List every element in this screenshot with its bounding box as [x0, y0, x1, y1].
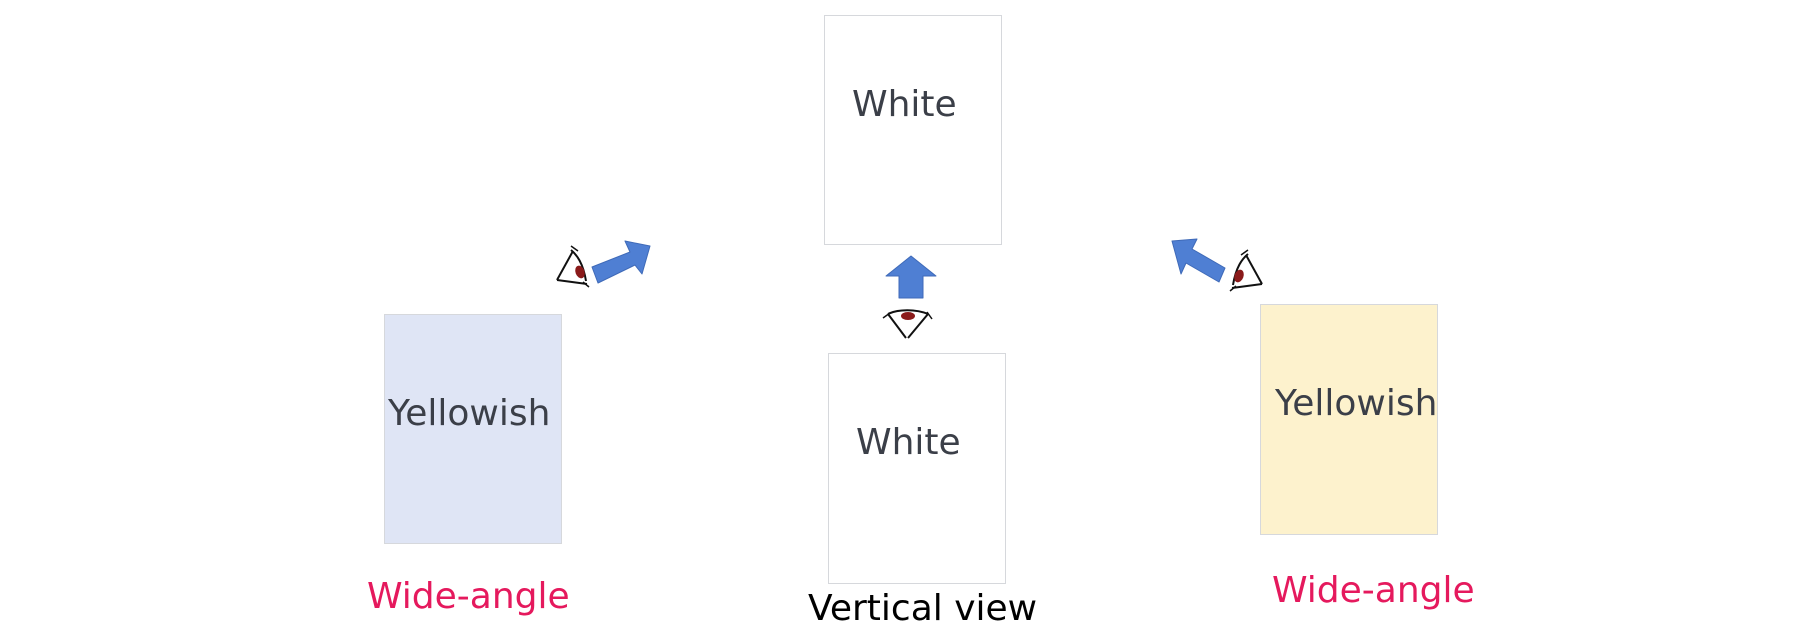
panel-right-yellowish: Yellowish [1260, 304, 1438, 535]
eye-right-icon [1229, 249, 1263, 292]
arrow-up-right-icon [591, 240, 651, 284]
arrow-up-left-icon [1171, 238, 1226, 283]
panel-left-yellowish: Yellowish [384, 314, 562, 544]
panel-left-label: Yellowish [388, 393, 551, 434]
caption-wide-angle-right: Wide-angle [1272, 570, 1475, 611]
eye-center-icon [882, 309, 933, 339]
arrow-up-icon [885, 255, 937, 299]
caption-wide-angle-left: Wide-angle [367, 576, 570, 617]
panel-right-label: Yellowish [1275, 383, 1438, 424]
panel-bottom-label: White [856, 422, 961, 463]
caption-vertical-view: Vertical view [808, 588, 1038, 629]
panel-bottom-white: White [828, 353, 1006, 584]
panel-top-label: White [852, 84, 957, 125]
panel-top-white: White [824, 15, 1002, 245]
eye-left-icon [556, 245, 590, 288]
